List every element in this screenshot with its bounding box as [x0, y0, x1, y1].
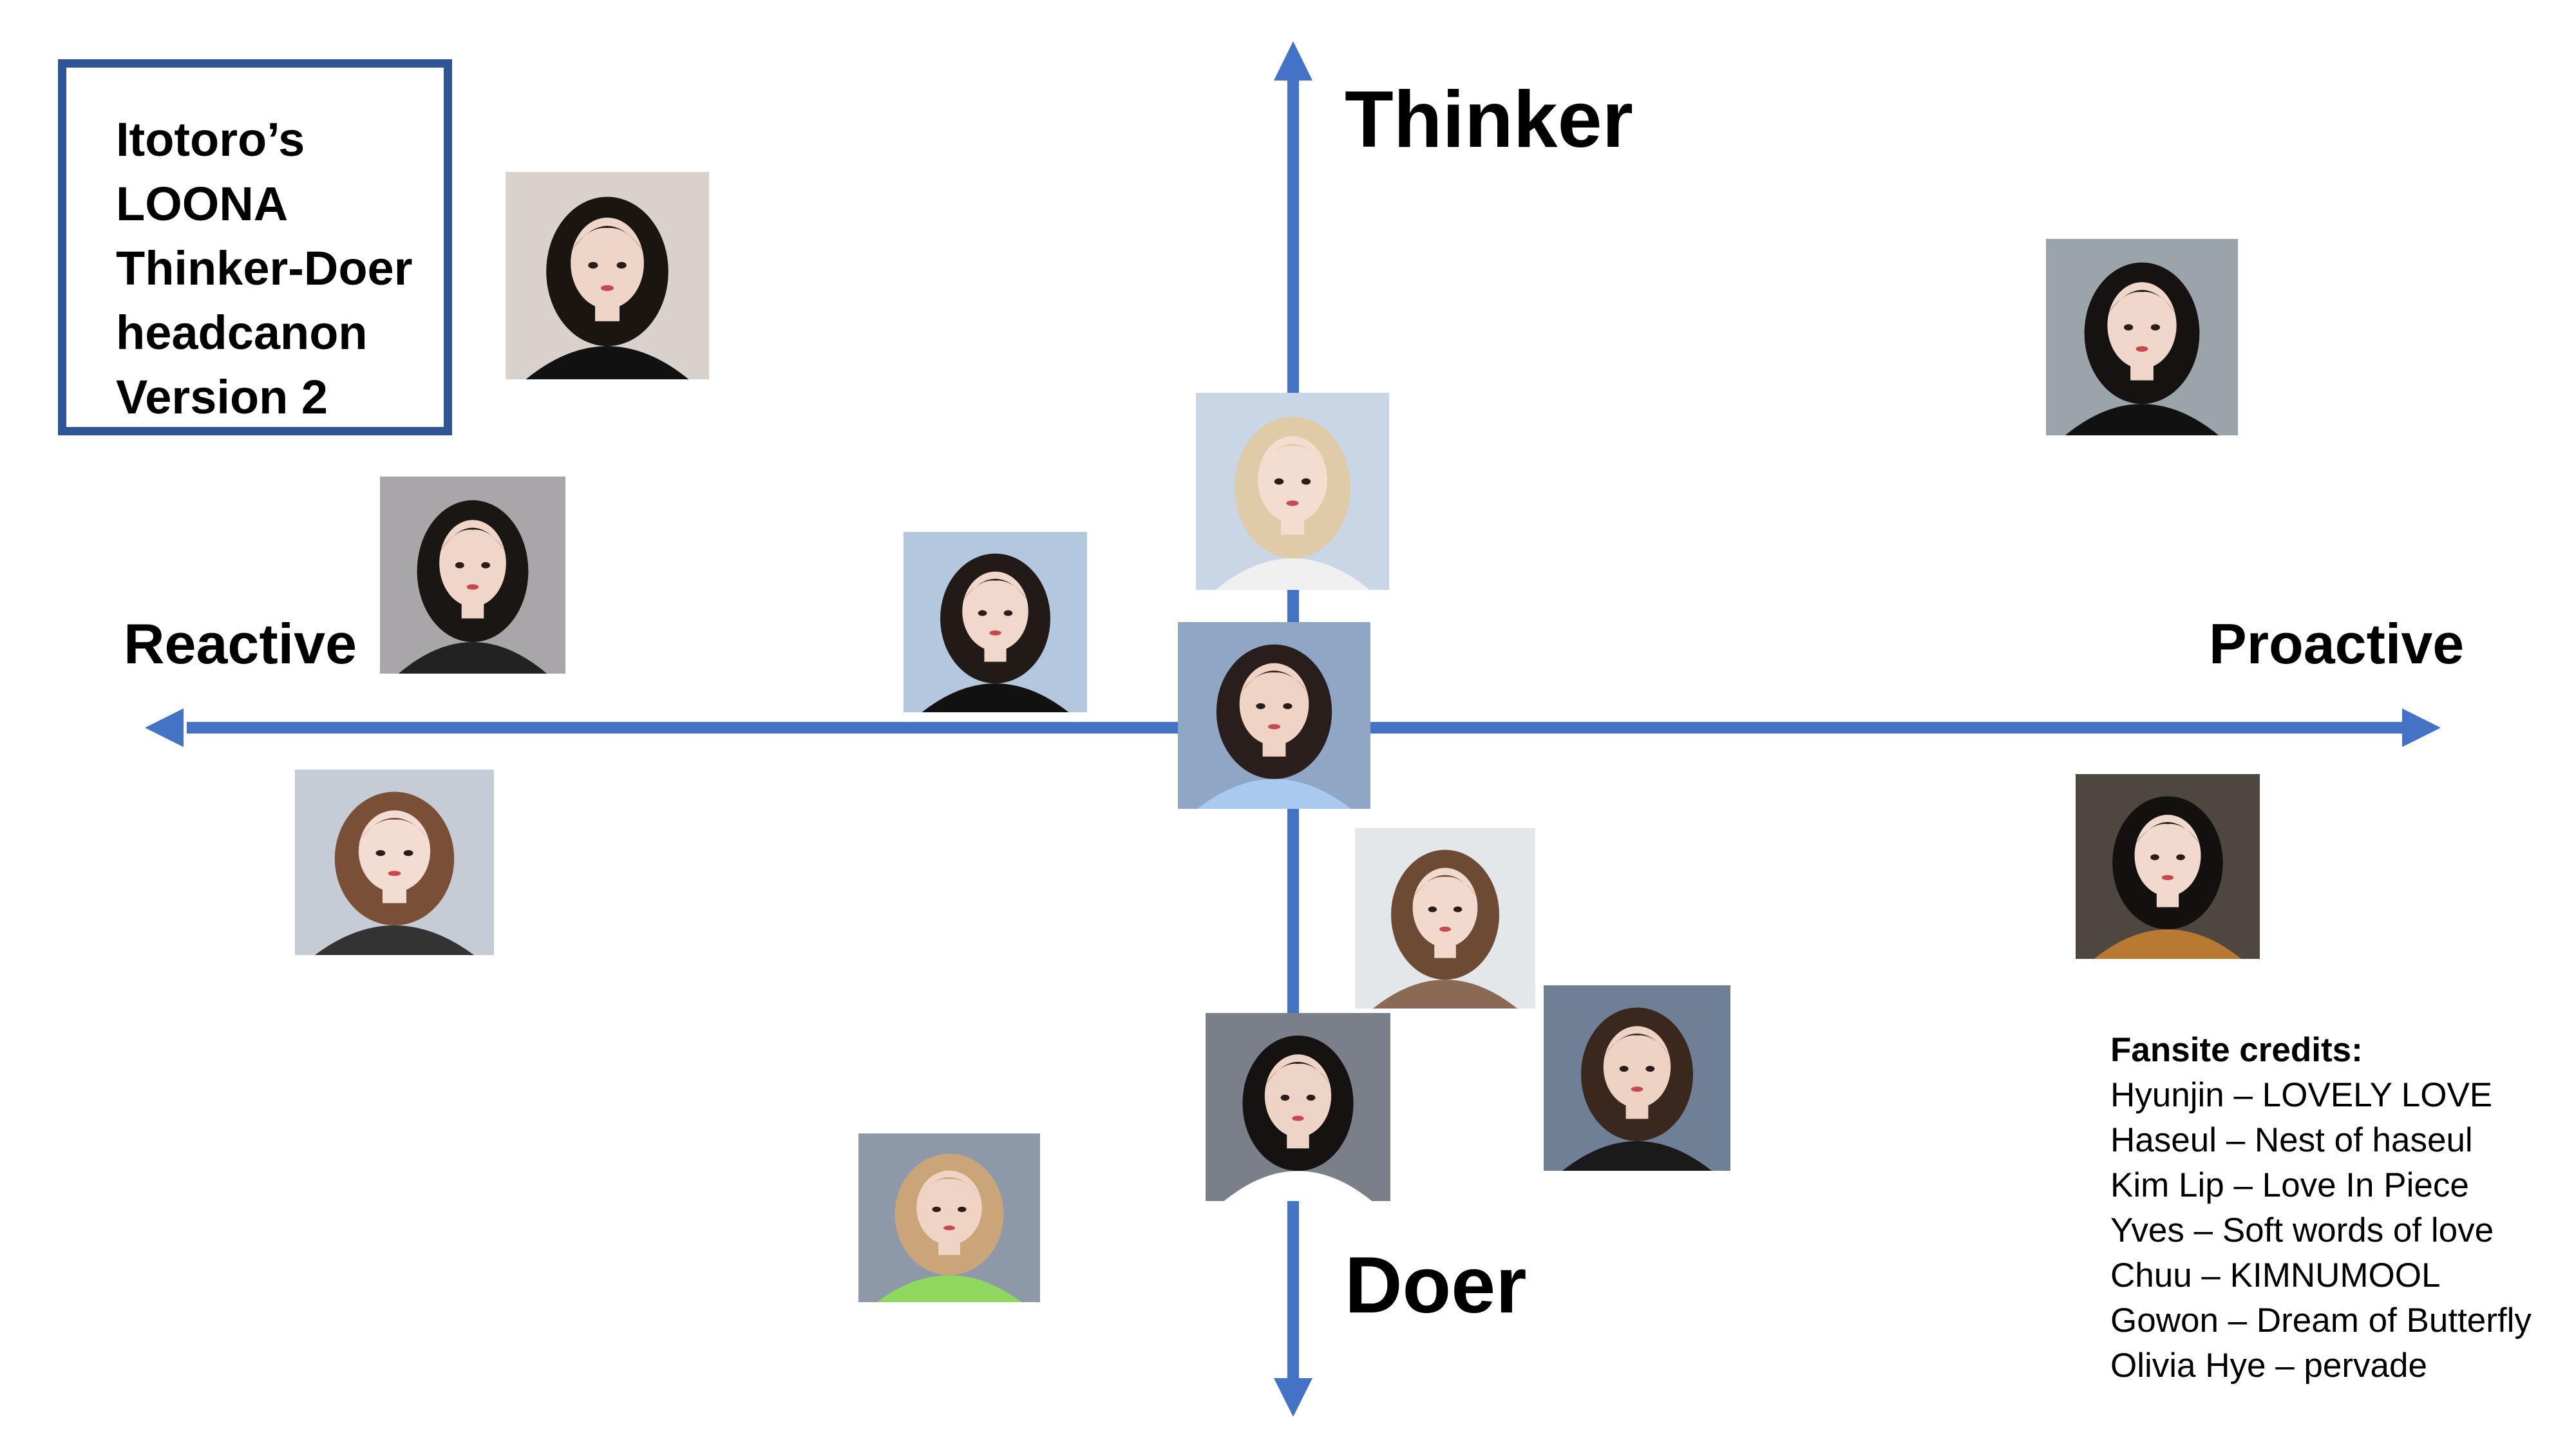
credit-line: Chuu – KIMNUMOOL	[2110, 1256, 2441, 1294]
portrait-photo	[904, 532, 1087, 712]
portrait-photo	[1178, 622, 1370, 809]
credit-line: Haseul – Nest of haseul	[2110, 1121, 2473, 1159]
credit-line: Olivia Hye – pervade	[2110, 1347, 2427, 1385]
axis-label-reactive: Reactive	[124, 612, 357, 676]
portrait-photo	[2046, 239, 2238, 435]
portrait-photo	[2076, 774, 2260, 959]
arrow-up-icon	[1274, 41, 1312, 80]
credit-line: Yves – Soft words of love	[2110, 1211, 2494, 1249]
portrait-photo	[506, 172, 709, 379]
title-line-3: Thinker-Doer	[116, 242, 413, 295]
title-line-1: Itotoro’s	[116, 113, 305, 166]
portrait-photo	[1544, 985, 1730, 1171]
portrait-photo	[858, 1133, 1040, 1302]
credit-line: Kim Lip – Love In Piece	[2110, 1166, 2469, 1204]
arrow-down-icon	[1274, 1378, 1312, 1417]
title-line-2: LOONA	[116, 177, 289, 231]
axis-label-proactive: Proactive	[2209, 612, 2465, 676]
credit-line: Hyunjin – LOVELY LOVE	[2110, 1076, 2493, 1114]
portrait-photo	[1206, 1013, 1390, 1201]
credits-title: Fansite credits:	[2110, 1031, 2363, 1069]
portrait-photo	[1196, 393, 1389, 590]
title-line-5: Version 2	[116, 370, 328, 424]
fansite-credits: Fansite credits: Hyunjin – LOVELY LOVE H…	[2110, 1028, 2532, 1388]
portrait-photo	[295, 770, 494, 955]
title-box	[58, 59, 452, 435]
arrow-left-icon	[145, 708, 184, 747]
credit-line: Gowon – Dream of Butterfly	[2110, 1302, 2532, 1340]
axis-label-thinker: Thinker	[1345, 75, 1633, 164]
portrait-photo	[380, 477, 565, 674]
arrow-right-icon	[2402, 708, 2441, 747]
title-line-4: headcanon	[116, 306, 368, 359]
axis-label-doer: Doer	[1345, 1241, 1527, 1330]
portrait-photo	[1355, 828, 1535, 1009]
